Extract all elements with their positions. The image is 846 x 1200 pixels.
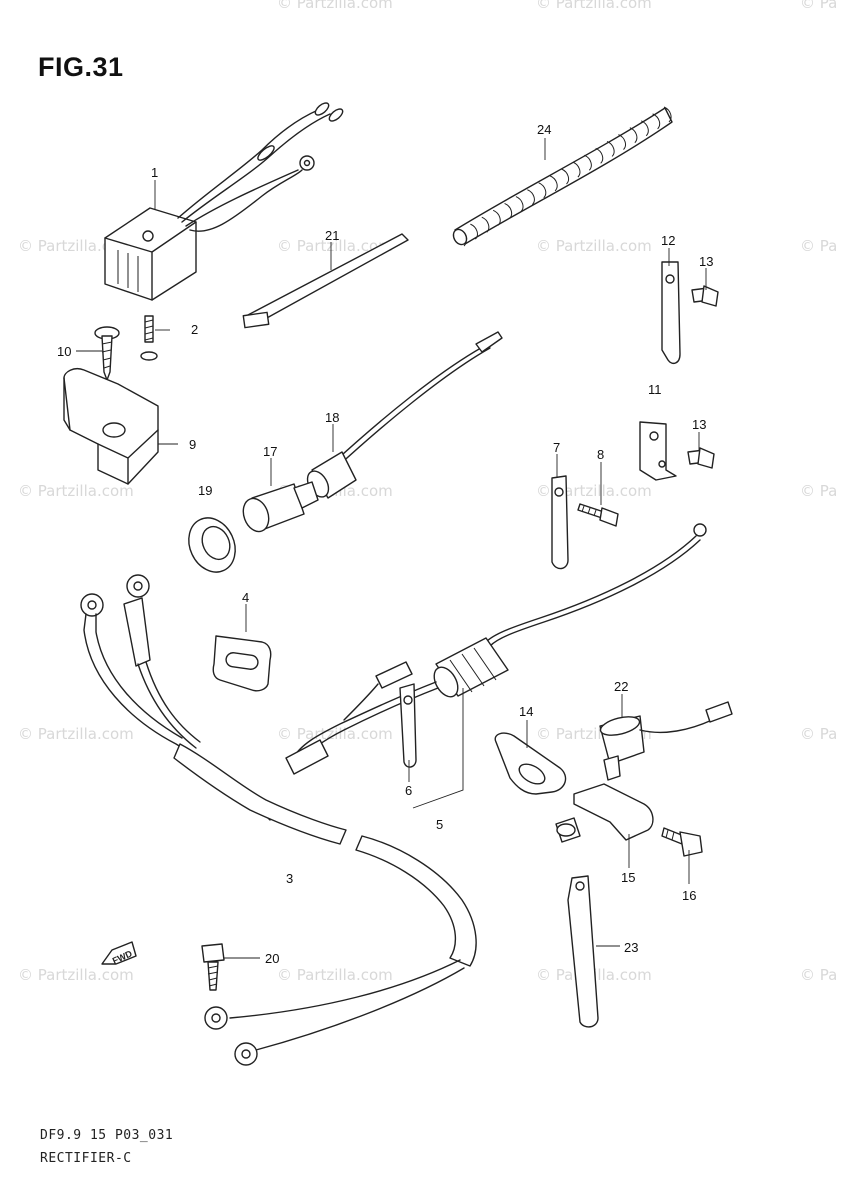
callout-24: 24 — [537, 122, 552, 137]
plate-part — [639, 421, 677, 481]
clamp-part — [661, 261, 681, 365]
switch-part — [599, 701, 733, 781]
watermark: © Partzilla.com — [18, 966, 134, 984]
callout-18: 18 — [325, 410, 340, 425]
callout-3: 3 — [286, 871, 294, 886]
callout-21: 21 — [325, 228, 340, 243]
figure-title: FIG.31 — [38, 52, 124, 82]
clip-part — [551, 475, 569, 570]
callout-4: 4 — [242, 590, 250, 605]
connector-part — [242, 331, 503, 533]
figure-code: DF9.9 15 P03_031 — [40, 1128, 174, 1143]
rectifier-part — [104, 102, 344, 301]
leader-lines — [76, 138, 707, 959]
callout-8: 8 — [597, 447, 605, 462]
callout-1: 1 — [151, 165, 159, 180]
watermark: © Partzilla.com — [536, 0, 652, 12]
watermark: © Pa — [800, 482, 838, 500]
callout-7: 7 — [553, 440, 561, 455]
watermark: © Pa — [800, 725, 838, 743]
callout-17: 17 — [263, 444, 278, 459]
callout-22: 22 — [614, 679, 629, 694]
bolt-part — [201, 943, 225, 991]
tapping-screw-part — [94, 326, 120, 410]
bolt-part — [687, 447, 715, 469]
screw-part — [140, 315, 158, 361]
callout-13: 13 — [692, 417, 707, 432]
callout-5: 5 — [436, 817, 444, 832]
callout-15: 15 — [621, 870, 636, 885]
cable-part — [285, 523, 707, 775]
bolt-part — [577, 503, 619, 527]
callout-20: 20 — [265, 951, 280, 966]
callout-13: 13 — [699, 254, 714, 269]
watermark: © Pa — [800, 0, 838, 12]
watermark: © Partzilla.com — [18, 482, 134, 500]
cap-part — [212, 635, 272, 692]
spiral-tube-part — [452, 106, 673, 247]
callout-10: 10 — [57, 344, 72, 359]
figure-name: RECTIFIER-C — [40, 1151, 132, 1166]
strap-part — [567, 875, 599, 1028]
cable-tie-part — [242, 233, 409, 329]
watermark: © Partzilla.com — [277, 0, 393, 12]
callout-6: 6 — [405, 783, 413, 798]
callout-19: 19 — [198, 483, 213, 498]
fwd-arrow-icon: FWD — [101, 941, 137, 966]
watermark: © Partzilla.com — [277, 237, 393, 255]
watermark: © Pa — [800, 237, 838, 255]
bracket-part — [555, 783, 654, 843]
bolt-part — [691, 285, 719, 307]
callout-14: 14 — [519, 704, 534, 719]
plate-part — [494, 732, 567, 795]
callout-16: 16 — [682, 888, 697, 903]
callout-12: 12 — [661, 233, 676, 248]
battery-cable-part — [80, 574, 477, 1066]
watermark: © Partzilla.com — [277, 966, 393, 984]
callout-23: 23 — [624, 940, 639, 955]
watermark: © Pa — [800, 966, 838, 984]
grommet-part — [188, 517, 236, 573]
bolt-part — [661, 827, 703, 857]
watermark: © Partzilla.com — [536, 237, 652, 255]
callout-9: 9 — [189, 437, 197, 452]
bracket-part — [63, 368, 159, 485]
watermark: © Partzilla.com — [18, 725, 134, 743]
callout-2: 2 — [191, 322, 199, 337]
callout-11: 11 — [648, 382, 662, 397]
